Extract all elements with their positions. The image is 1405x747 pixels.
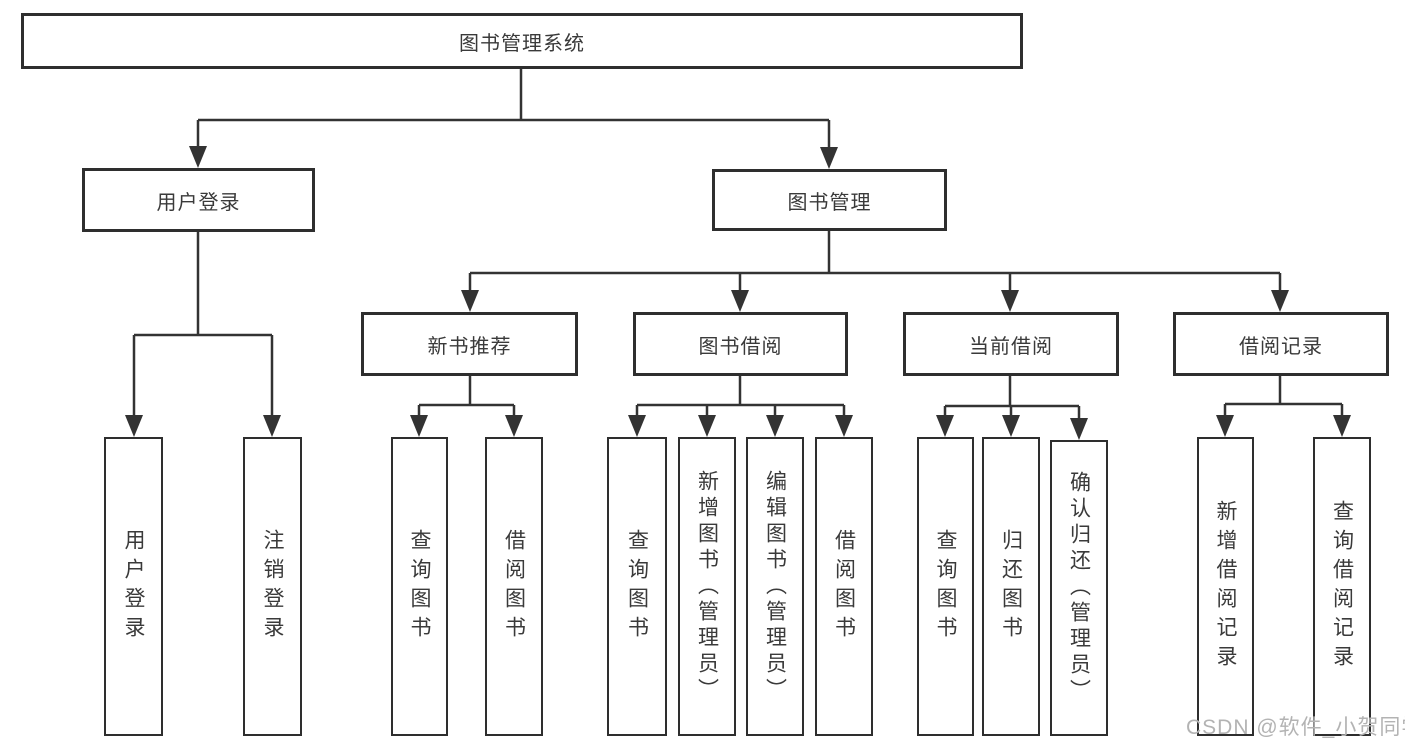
- node-book-borrow-label: 图书借阅: [698, 335, 783, 358]
- node-leaf-user-login: 用户登录: [104, 437, 163, 736]
- node-current-borrow-label: 当前借阅: [969, 335, 1053, 358]
- node-root-label: 图书管理系统: [459, 32, 585, 55]
- node-leaf-cb-return: 归还图书: [982, 437, 1040, 736]
- node-leaf-rec-query: 查询图书: [391, 437, 448, 736]
- node-leaf-bb-edit: 编辑图书（管理员）: [746, 437, 804, 736]
- node-book-borrow: 图书借阅: [633, 312, 848, 376]
- node-leaf-br-query: 查询借阅记录: [1313, 437, 1371, 736]
- tree-edges: [132, 69, 1344, 422]
- node-leaf-bb-add-label: 新增图书（管理员）: [695, 469, 719, 704]
- node-leaf-cb-confirm-label: 确认归还（管理员）: [1067, 471, 1091, 705]
- node-leaf-rec-borrow-label: 借阅图书: [502, 528, 526, 645]
- node-leaf-br-query-label: 查询借阅记录: [1330, 499, 1354, 674]
- node-leaf-bb-edit-label: 编辑图书（管理员）: [763, 469, 787, 704]
- node-borrow-record: 借阅记录: [1173, 312, 1389, 376]
- arrowheads: [125, 146, 1351, 440]
- watermark: CSDN @软件_小贺同学: [1186, 716, 1405, 739]
- node-leaf-rec-query-label: 查询图书: [408, 528, 431, 645]
- node-leaf-rec-borrow: 借阅图书: [485, 437, 543, 736]
- node-leaf-bb-query: 查询图书: [607, 437, 667, 736]
- node-book-mgmt: 图书管理: [712, 169, 947, 231]
- node-user-login-label: 用户登录: [156, 191, 241, 214]
- node-leaf-cb-query: 查询图书: [917, 437, 974, 736]
- node-leaf-user-login-label: 用户登录: [122, 528, 145, 645]
- node-leaf-bb-borrow-label: 借阅图书: [832, 528, 856, 645]
- node-user-login: 用户登录: [82, 168, 315, 232]
- node-new-book-rec-label: 新书推荐: [427, 335, 512, 358]
- node-leaf-logout-label: 注销登录: [261, 528, 284, 645]
- node-leaf-cb-return-label: 归还图书: [999, 528, 1023, 645]
- node-leaf-bb-query-label: 查询图书: [625, 528, 649, 645]
- node-leaf-cb-confirm: 确认归还（管理员）: [1050, 440, 1108, 736]
- node-leaf-bb-borrow: 借阅图书: [815, 437, 873, 736]
- node-leaf-cb-query-label: 查询图书: [934, 528, 957, 645]
- node-current-borrow: 当前借阅: [903, 312, 1119, 376]
- node-leaf-br-add-label: 新增借阅记录: [1214, 499, 1237, 674]
- node-root: 图书管理系统: [21, 13, 1023, 69]
- node-new-book-rec: 新书推荐: [361, 312, 578, 376]
- node-leaf-bb-add: 新增图书（管理员）: [678, 437, 736, 736]
- node-leaf-br-add: 新增借阅记录: [1197, 437, 1254, 736]
- node-borrow-record-label: 借阅记录: [1239, 335, 1323, 358]
- node-book-mgmt-label: 图书管理: [787, 191, 872, 214]
- node-leaf-logout: 注销登录: [243, 437, 302, 736]
